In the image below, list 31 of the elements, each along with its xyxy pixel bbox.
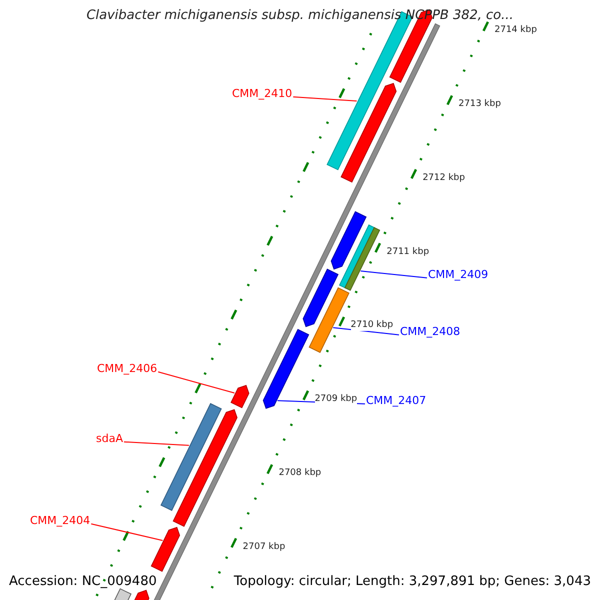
gene-bar: [344, 227, 380, 291]
scale-label: 2708 kbp: [278, 468, 322, 479]
gene-feature: [150, 526, 180, 572]
gene-label: sdaA: [96, 432, 123, 446]
gene-feature: [230, 384, 250, 408]
gene-feature: [172, 409, 238, 527]
scale-label: 2707 kbp: [242, 542, 286, 553]
leader-line: [90, 523, 164, 541]
leader-line: [292, 96, 358, 102]
gene-label: CMM_2407: [366, 394, 426, 408]
scale-label: 2709 kbp: [314, 394, 358, 406]
gene-feature: [302, 268, 339, 328]
gene-label: CMM_2408: [400, 325, 460, 338]
scale-label: 2712 kbp: [422, 172, 465, 184]
gene-label: CMM_2406: [97, 362, 158, 376]
gene-label: CMM_2404: [30, 514, 90, 528]
gene-feature: [262, 328, 310, 409]
gene-label: CMM_2409: [428, 268, 488, 282]
leader-line: [158, 371, 235, 394]
scale-label: 2710 kbp: [350, 320, 394, 332]
gene-feature: [330, 211, 367, 270]
gene-feature: [340, 82, 397, 183]
scale-label: 2713 kbp: [458, 99, 501, 110]
accession-text: Accession: NC_009480: [9, 574, 157, 590]
gene-bar: [308, 287, 350, 353]
gene-label: CMM_2410: [232, 87, 292, 100]
gene-bar: [160, 403, 222, 511]
scale-label: 2711 kbp: [386, 246, 430, 258]
scale-label: 2714 kbp: [494, 25, 537, 36]
leader-line: [123, 441, 190, 446]
genome-info-text: Topology: circular; Length: 3,297,891 bp; Genes: 3,043: [234, 574, 591, 590]
